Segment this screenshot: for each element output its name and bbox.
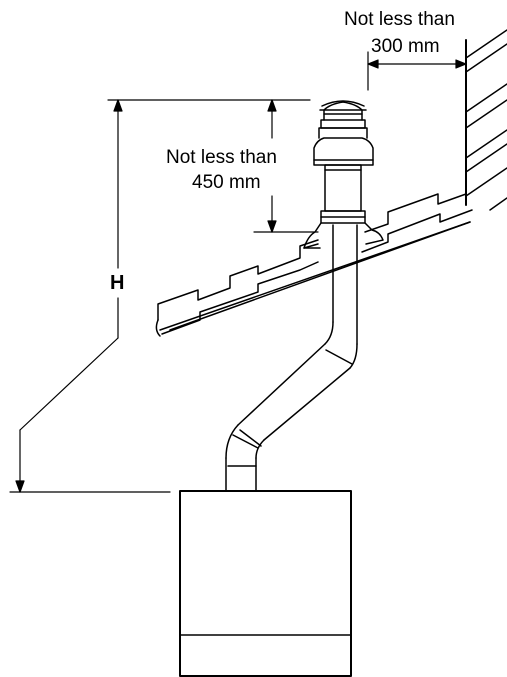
- top-clearance-label-line2: 450 mm: [192, 172, 261, 194]
- top-clearance-label-line1: Not less than: [166, 147, 277, 169]
- roof: [155, 193, 473, 337]
- side-clearance-label-line2: 300 mm: [371, 36, 440, 57]
- height-dimension: [9, 99, 311, 493]
- height-label: H: [110, 272, 125, 294]
- top-clearance-dimension: [253, 99, 319, 233]
- flue-pipe: [225, 224, 358, 492]
- flue-terminal: [313, 100, 374, 212]
- side-clearance-label-line1: Not less than: [344, 9, 455, 30]
- wall: [465, 29, 507, 211]
- boiler: [179, 490, 352, 677]
- flashing-collar: [303, 210, 384, 249]
- side-clearance-dimension: [367, 51, 467, 91]
